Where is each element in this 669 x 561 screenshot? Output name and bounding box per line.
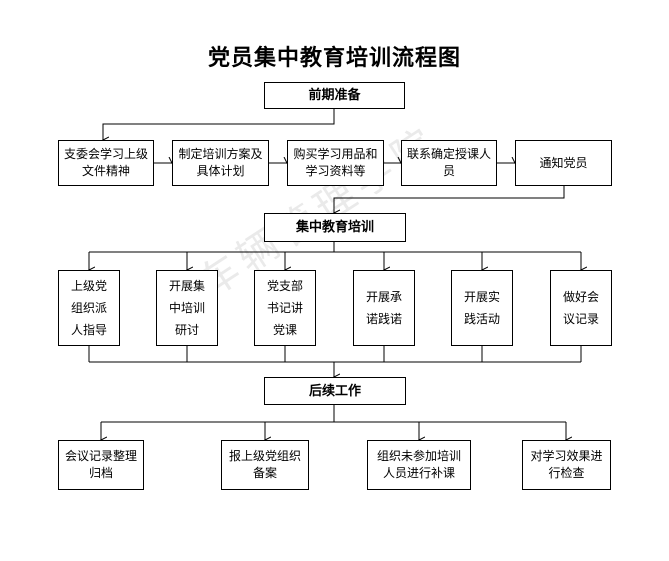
page-title: 党员集中教育培训流程图	[207, 46, 461, 71]
stage1-step: 制定培训方案及具体计划	[172, 140, 269, 186]
stage3-step: 会议记录整理归档	[58, 440, 144, 490]
stage2-step: 上级党组织派人指导	[58, 270, 120, 346]
stage1-step: 联系确定授课人员	[401, 140, 497, 186]
stage3-step: 对学习效果进行检查	[522, 440, 611, 490]
stage1-step: 购买学习用品和学习资料等	[287, 140, 384, 186]
stage1-step: 支委会学习上级文件精神	[58, 140, 154, 186]
stage2-step: 开展实践活动	[451, 270, 513, 346]
connector-step5-to-header2	[334, 186, 565, 213]
stage3-step: 组织未参加培训人员进行补课	[367, 440, 471, 490]
connector-header1-to-step1	[103, 109, 335, 140]
stage2-step: 开展承诺践诺	[353, 270, 415, 346]
stage3-header: 后续工作	[264, 377, 406, 405]
stage3-step: 报上级党组织备案	[221, 440, 309, 490]
stage2-header: 集中教育培训	[264, 213, 406, 242]
stage1-header: 前期准备	[264, 82, 405, 109]
stage1-step: 通知党员	[515, 140, 612, 186]
stage2-step: 党支部书记讲党课	[254, 270, 316, 346]
stage2-step: 做好会议记录	[550, 270, 612, 346]
stage2-step: 开展集中培训研讨	[156, 270, 218, 346]
